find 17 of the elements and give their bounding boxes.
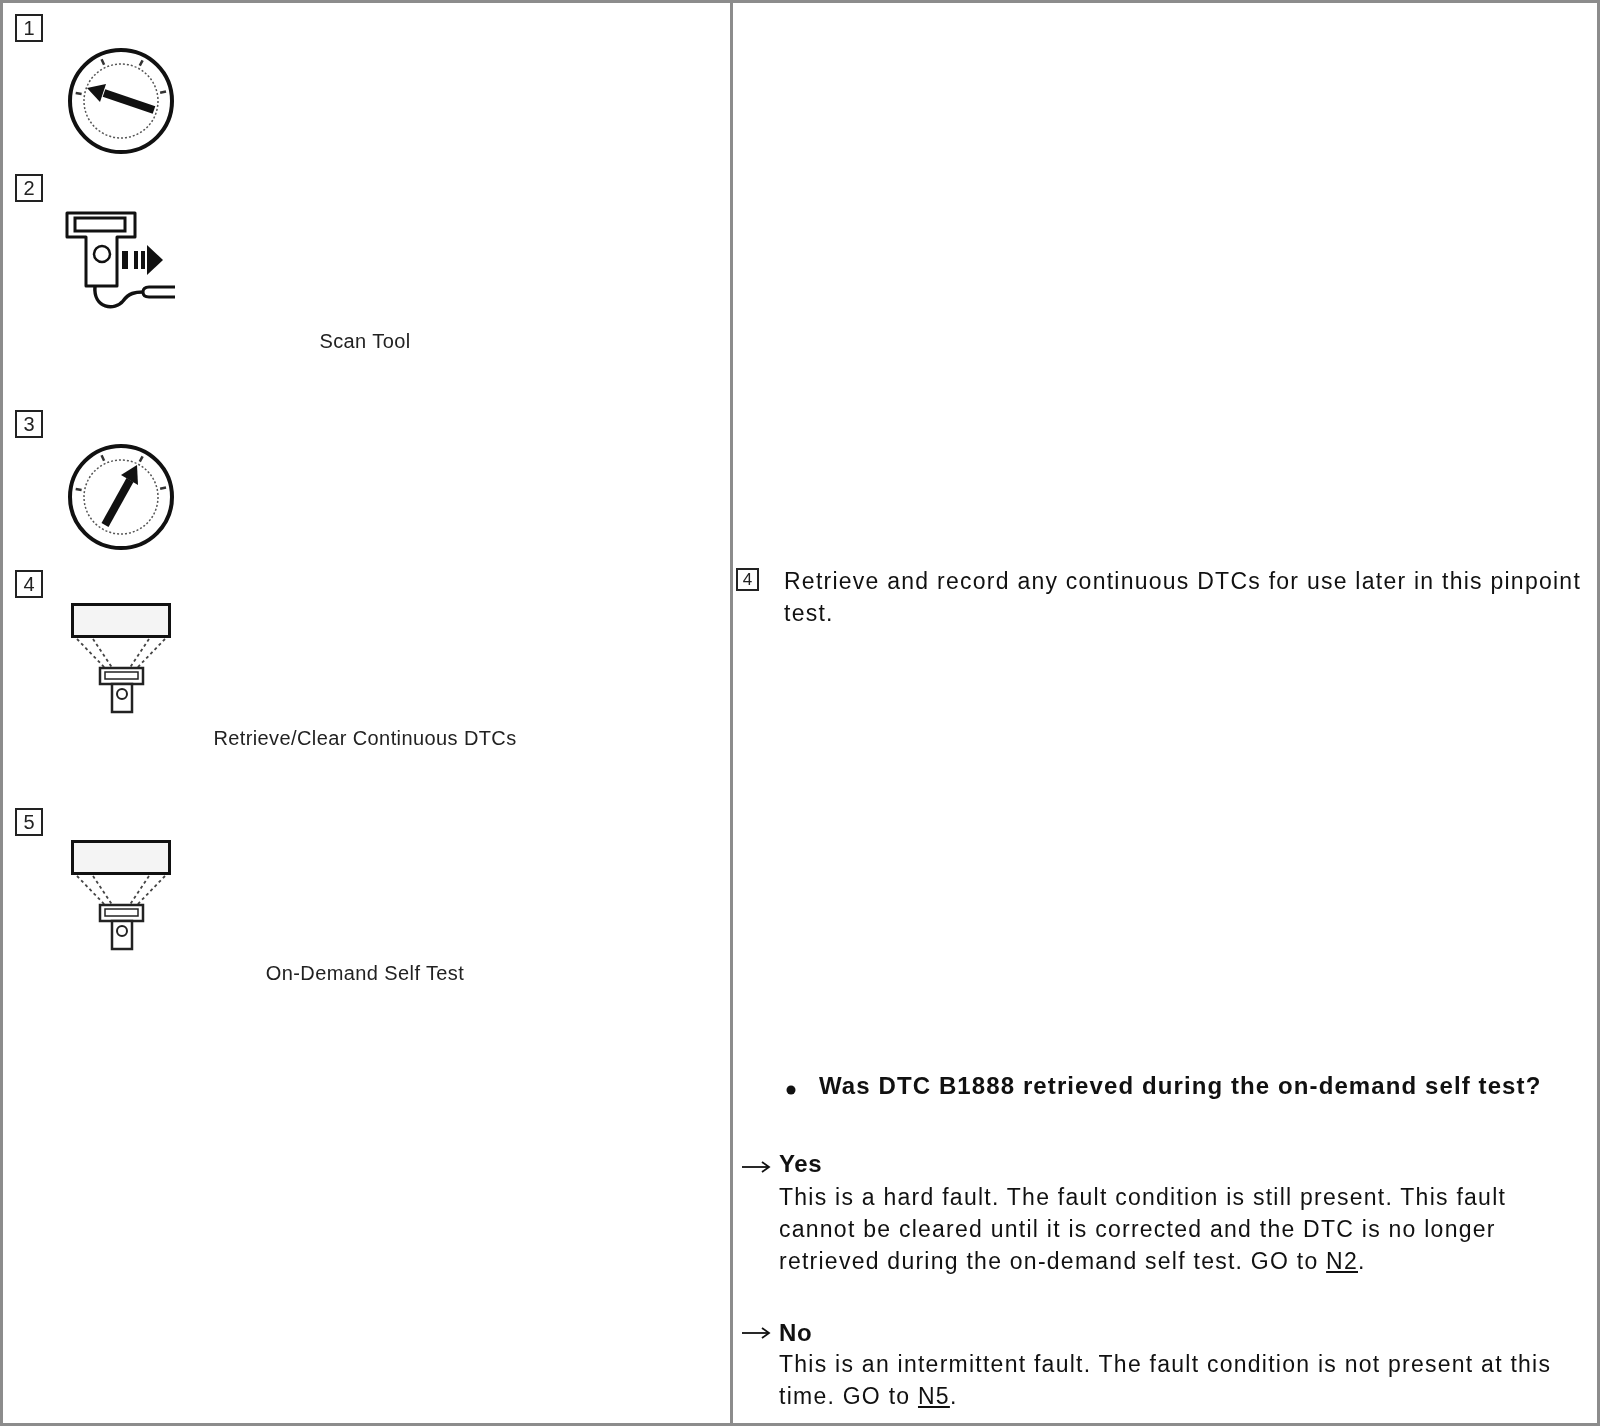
caption-text: On-Demand Self Test	[265, 961, 465, 985]
question-text: Was DTC B1888 retrieved during the on-demand self test?	[819, 1071, 1542, 1101]
step-number: 3	[15, 410, 43, 438]
answer-text: This is an intermittent fault. The fault condition is not present at this time. GO to N5.	[779, 1350, 1553, 1411]
caption-text: Scan Tool	[319, 329, 411, 353]
step-number: 1	[15, 14, 43, 42]
instruction-text: Retrieve and record any continuous DTCs for use later in this pinpoint test.	[784, 567, 1583, 628]
step-number: 4	[15, 570, 43, 598]
step-number: 5	[15, 808, 43, 836]
caption-text: Retrieve/Clear Continuous DTCs	[213, 726, 517, 750]
answer-heading: Yes	[779, 1149, 823, 1179]
link: N2	[1326, 1248, 1358, 1274]
link: N5	[918, 1383, 950, 1409]
step-number: 2	[15, 174, 43, 202]
answer-text: This is a hard fault. The fault condition is still present. This fault cannot be cleared until it is corrected and the DTC is no longer retrieved during the on-demand self test. GO to N2.	[779, 1183, 1508, 1276]
answer-heading: No	[779, 1318, 813, 1348]
step-number: 4	[736, 568, 759, 591]
